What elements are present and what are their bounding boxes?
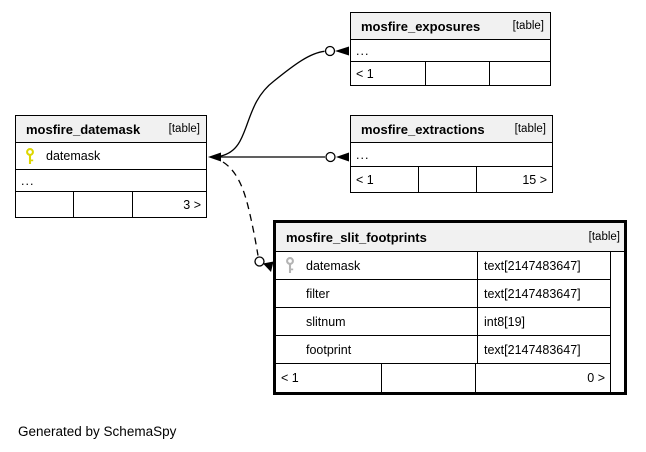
child-odot-extractions [325,151,336,163]
footer-children-count [16,192,74,217]
column-row-footprint: footprint text[2147483647] [276,336,610,364]
footer-parents-count: 15 > [522,172,547,187]
table-name[interactable]: mosfire_exposures [361,18,481,34]
column-name: datemask [306,258,361,273]
column-row-datemask: datemask text[2147483647] [276,252,610,280]
fk-indicator-column [610,252,624,392]
key-icon [26,147,34,164]
column-type: text[2147483647] [477,252,610,279]
table-header: mosfire_extractions [table] [351,116,552,143]
parent-arrowhead [208,152,221,162]
column-row-slitnum: slitnum int8[19] [276,308,610,336]
table-footer: < 1 [351,62,550,85]
child-odot-slit-footprints [254,256,265,267]
footer-mid-cell [419,167,477,192]
footer-mid-cell [382,364,476,392]
footer-mid-cell [74,192,133,217]
child-arrowhead-exposures [335,46,349,56]
column-name: filter [306,286,330,301]
footer-parents-count: 0 > [587,371,605,385]
footer-parents-count: 3 > [183,197,201,212]
column-row-filter: filter text[2147483647] [276,280,610,308]
table-footer: 3 > [16,192,206,217]
table-header: mosfire_datemask [table] [16,116,206,143]
footer-mid-cell [426,62,490,85]
table-name[interactable]: mosfire_slit_footprints [286,229,427,245]
key-ring [26,147,34,156]
key-ring [286,257,294,265]
table-mosfire-datemask[interactable]: mosfire_datemask [table] datemask ... 3 … [15,115,207,218]
table-mosfire-slit-footprints[interactable]: mosfire_slit_footprints [table] datema [273,220,627,395]
ellipsis-label: ... [21,173,35,188]
table-body: datemask text[2147483647] filter text[21… [276,252,624,392]
child-odot-exposures [324,45,336,57]
footer-children-count: < 1 [351,62,426,85]
table-type-tag: [table] [514,123,546,135]
column-type: text[2147483647] [477,280,610,307]
column-type: int8[19] [477,308,610,335]
table-name[interactable]: mosfire_extractions [361,121,485,137]
column-row-datemask: datemask [16,143,206,170]
child-arrowhead-extractions [336,152,349,162]
column-name: datemask [46,149,101,163]
columns-ellipsis-row: ... [16,170,206,192]
table-footer: < 1 0 > [276,364,610,392]
table-footer: < 1 15 > [351,167,552,192]
child-arrowhead-slit-footprints [263,261,274,272]
table-mosfire-exposures[interactable]: mosfire_exposures [table] ... < 1 [350,12,551,86]
footer-children-count: < 1 [351,167,419,192]
table-type-tag: [table] [588,231,620,243]
key-icon [286,257,294,273]
relationship-line-slit-footprints [222,161,259,256]
table-header: mosfire_slit_footprints [table] [276,223,624,252]
column-name: footprint [306,342,352,357]
columns-ellipsis-row: ... [351,143,552,167]
table-name[interactable]: mosfire_datemask [26,121,141,137]
footer-parents-count [490,62,550,85]
column-type: text[2147483647] [477,336,610,363]
ellipsis-label: ... [356,147,370,162]
table-type-tag: [table] [512,20,544,32]
relationship-line-exposures [220,50,325,157]
footer-children-count: < 1 [276,364,382,392]
table-header: mosfire_exposures [table] [351,13,550,40]
ellipsis-label: ... [356,43,370,58]
table-type-tag: [table] [168,123,200,135]
foreign-key-icon [284,257,296,274]
column-name: slitnum [306,314,346,329]
primary-key-icon [24,147,36,165]
columns-ellipsis-row: ... [351,40,550,62]
table-mosfire-extractions[interactable]: mosfire_extractions [table] ... < 1 15 > [350,115,553,193]
generator-caption: Generated by SchemaSpy [18,424,177,439]
